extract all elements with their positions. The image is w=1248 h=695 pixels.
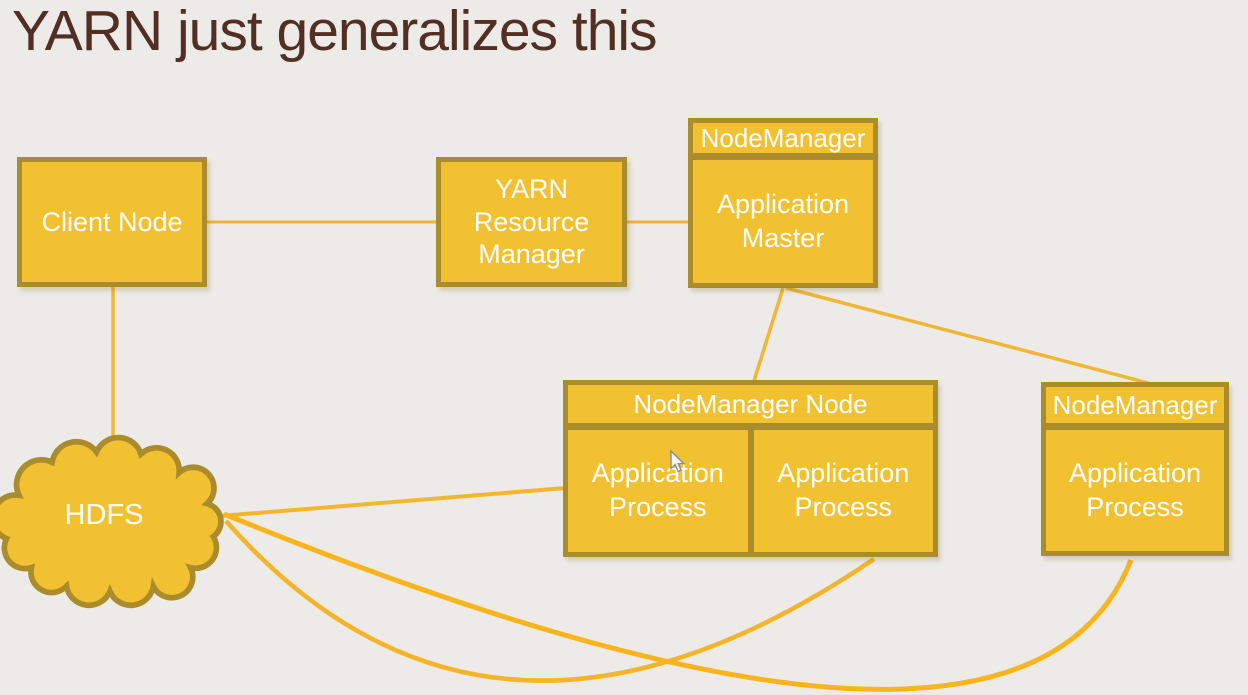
client-node-box[interactable]: Client Node bbox=[17, 157, 207, 287]
edge-appmaster-to-nodemanager-right bbox=[785, 286, 1153, 386]
resource-manager-box[interactable]: YARN Resource Manager bbox=[436, 157, 627, 287]
nodemanager-header: NodeManager bbox=[693, 123, 873, 160]
edge-hdfs-to-process-far-right bbox=[223, 511, 1134, 692]
application-process-left-label: Application Process bbox=[591, 458, 724, 522]
nodemanager-node-cells: Application Process Application Process bbox=[568, 430, 933, 552]
client-node-label: Client Node bbox=[41, 206, 183, 237]
nodemanager-right-group[interactable]: NodeManager Application Process bbox=[1041, 382, 1229, 556]
hdfs-label: HDFS bbox=[64, 499, 144, 531]
edge-hdfs-to-process-left bbox=[219, 486, 567, 518]
application-process-right-box[interactable]: Application Process bbox=[747, 430, 934, 552]
application-process-right-label: Application Process bbox=[777, 458, 910, 522]
nodemanager-appmaster-group[interactable]: NodeManager Application Master bbox=[688, 118, 878, 288]
slide-title: YARN just generalizes this bbox=[12, 0, 658, 63]
cursor-arrow bbox=[670, 450, 686, 473]
application-process-far-right-label: Application Process bbox=[1068, 457, 1202, 522]
edge-hdfs-to-process-center-right bbox=[224, 519, 876, 683]
edge-appmaster-to-nodemanager-node bbox=[752, 287, 785, 382]
application-process-left-box[interactable]: Application Process bbox=[568, 430, 748, 552]
nodemanager-node-header: NodeManager Node bbox=[568, 385, 933, 430]
nodemanager-node-group[interactable]: NodeManager Node Application Process App… bbox=[563, 380, 938, 557]
resource-manager-label: YARN Resource Manager bbox=[473, 173, 590, 270]
hdfs-cloud-shape[interactable] bbox=[0, 423, 236, 611]
mouse-cursor-icon bbox=[670, 450, 686, 473]
nodemanager-right-header: NodeManager bbox=[1046, 387, 1224, 430]
application-process-far-right-box[interactable]: Application Process bbox=[1046, 430, 1224, 551]
cloud-outline bbox=[0, 434, 224, 609]
application-master-box[interactable]: Application Master bbox=[693, 160, 873, 283]
application-master-label: Application Master bbox=[716, 188, 850, 253]
